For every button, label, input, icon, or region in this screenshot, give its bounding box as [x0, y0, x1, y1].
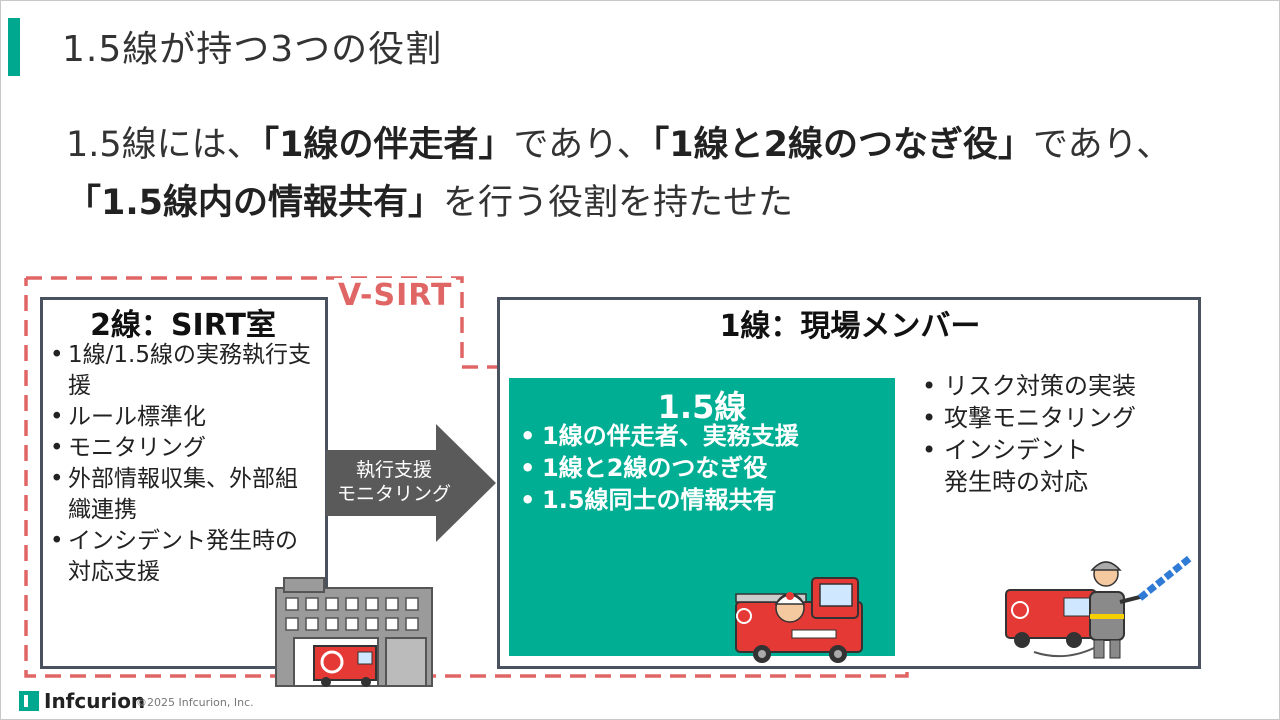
list-item: 1.5線同士の情報共有 [520, 484, 890, 516]
right-arrow [326, 424, 496, 542]
line2-list: 1線/1.5線の実務執行支援 ルール標準化 モニタリング 外部情報収集、外部組織… [50, 340, 318, 588]
lead-text: 1.5線には、「1線の伴走者」であり、「1線と2線のつなぎ役」であり、「1.5線… [66, 116, 1236, 232]
line15-list: 1線の伴走者、実務支援 1線と2線のつなぎ役 1.5線同士の情報共有 [520, 420, 890, 516]
line2-title: 2線：SIRT室 [90, 308, 276, 343]
list-item: ルール標準化 [50, 402, 318, 433]
lead-part: を行う役割を持たせた [443, 183, 794, 223]
list-item: 1線/1.5線の実務執行支援 [50, 340, 318, 402]
footer-logo-text: Infcurion [44, 689, 146, 713]
footer-copyright: ©2025 Infcurion, Inc. [136, 696, 254, 709]
lead-part: であり、 [513, 125, 652, 165]
list-item: 攻撃モニタリング [922, 402, 1182, 434]
firefighter-with-hose-icon [1005, 555, 1193, 659]
slide-title: 1.5線が持つ3つの役割 [62, 29, 443, 70]
fire-station-icon [275, 577, 433, 687]
list-item: インシデント 発生時の対応 [922, 434, 1182, 498]
line1-list: リスク対策の実装 攻撃モニタリング インシデント 発生時の対応 [922, 370, 1182, 498]
line1-title: 1線：現場メンバー [719, 309, 981, 344]
lead-emphasis: 「1線と2線のつなぎ役」 [651, 125, 1034, 165]
list-item: 1線の伴走者、実務支援 [520, 420, 890, 452]
list-item: リスク対策の実装 [922, 370, 1182, 402]
lead-part: であり、 [1033, 125, 1172, 165]
lead-emphasis: 「1.5線内の情報共有」 [66, 183, 444, 223]
infcurion-logo-icon [19, 691, 39, 711]
arrow-label-line: 執行支援 [355, 459, 432, 481]
list-item: モニタリング [50, 433, 318, 464]
lead-part: 1.5線には、 [66, 125, 262, 165]
list-item: インシデント発生時の対応支援 [50, 526, 318, 588]
list-item: 外部情報収集、外部組織連携 [50, 464, 318, 526]
lead-emphasis: 「1線の伴走者」 [261, 125, 514, 165]
title-accent-bar [8, 18, 20, 76]
arrow-label-line: モニタリング [336, 483, 451, 505]
vsirt-label: V-SIRT [334, 278, 457, 313]
fire-truck-with-firefighter-icon [735, 577, 863, 663]
list-item: 1線と2線のつなぎ役 [520, 452, 890, 484]
arrow-label: 執行支援 モニタリング [330, 458, 458, 506]
